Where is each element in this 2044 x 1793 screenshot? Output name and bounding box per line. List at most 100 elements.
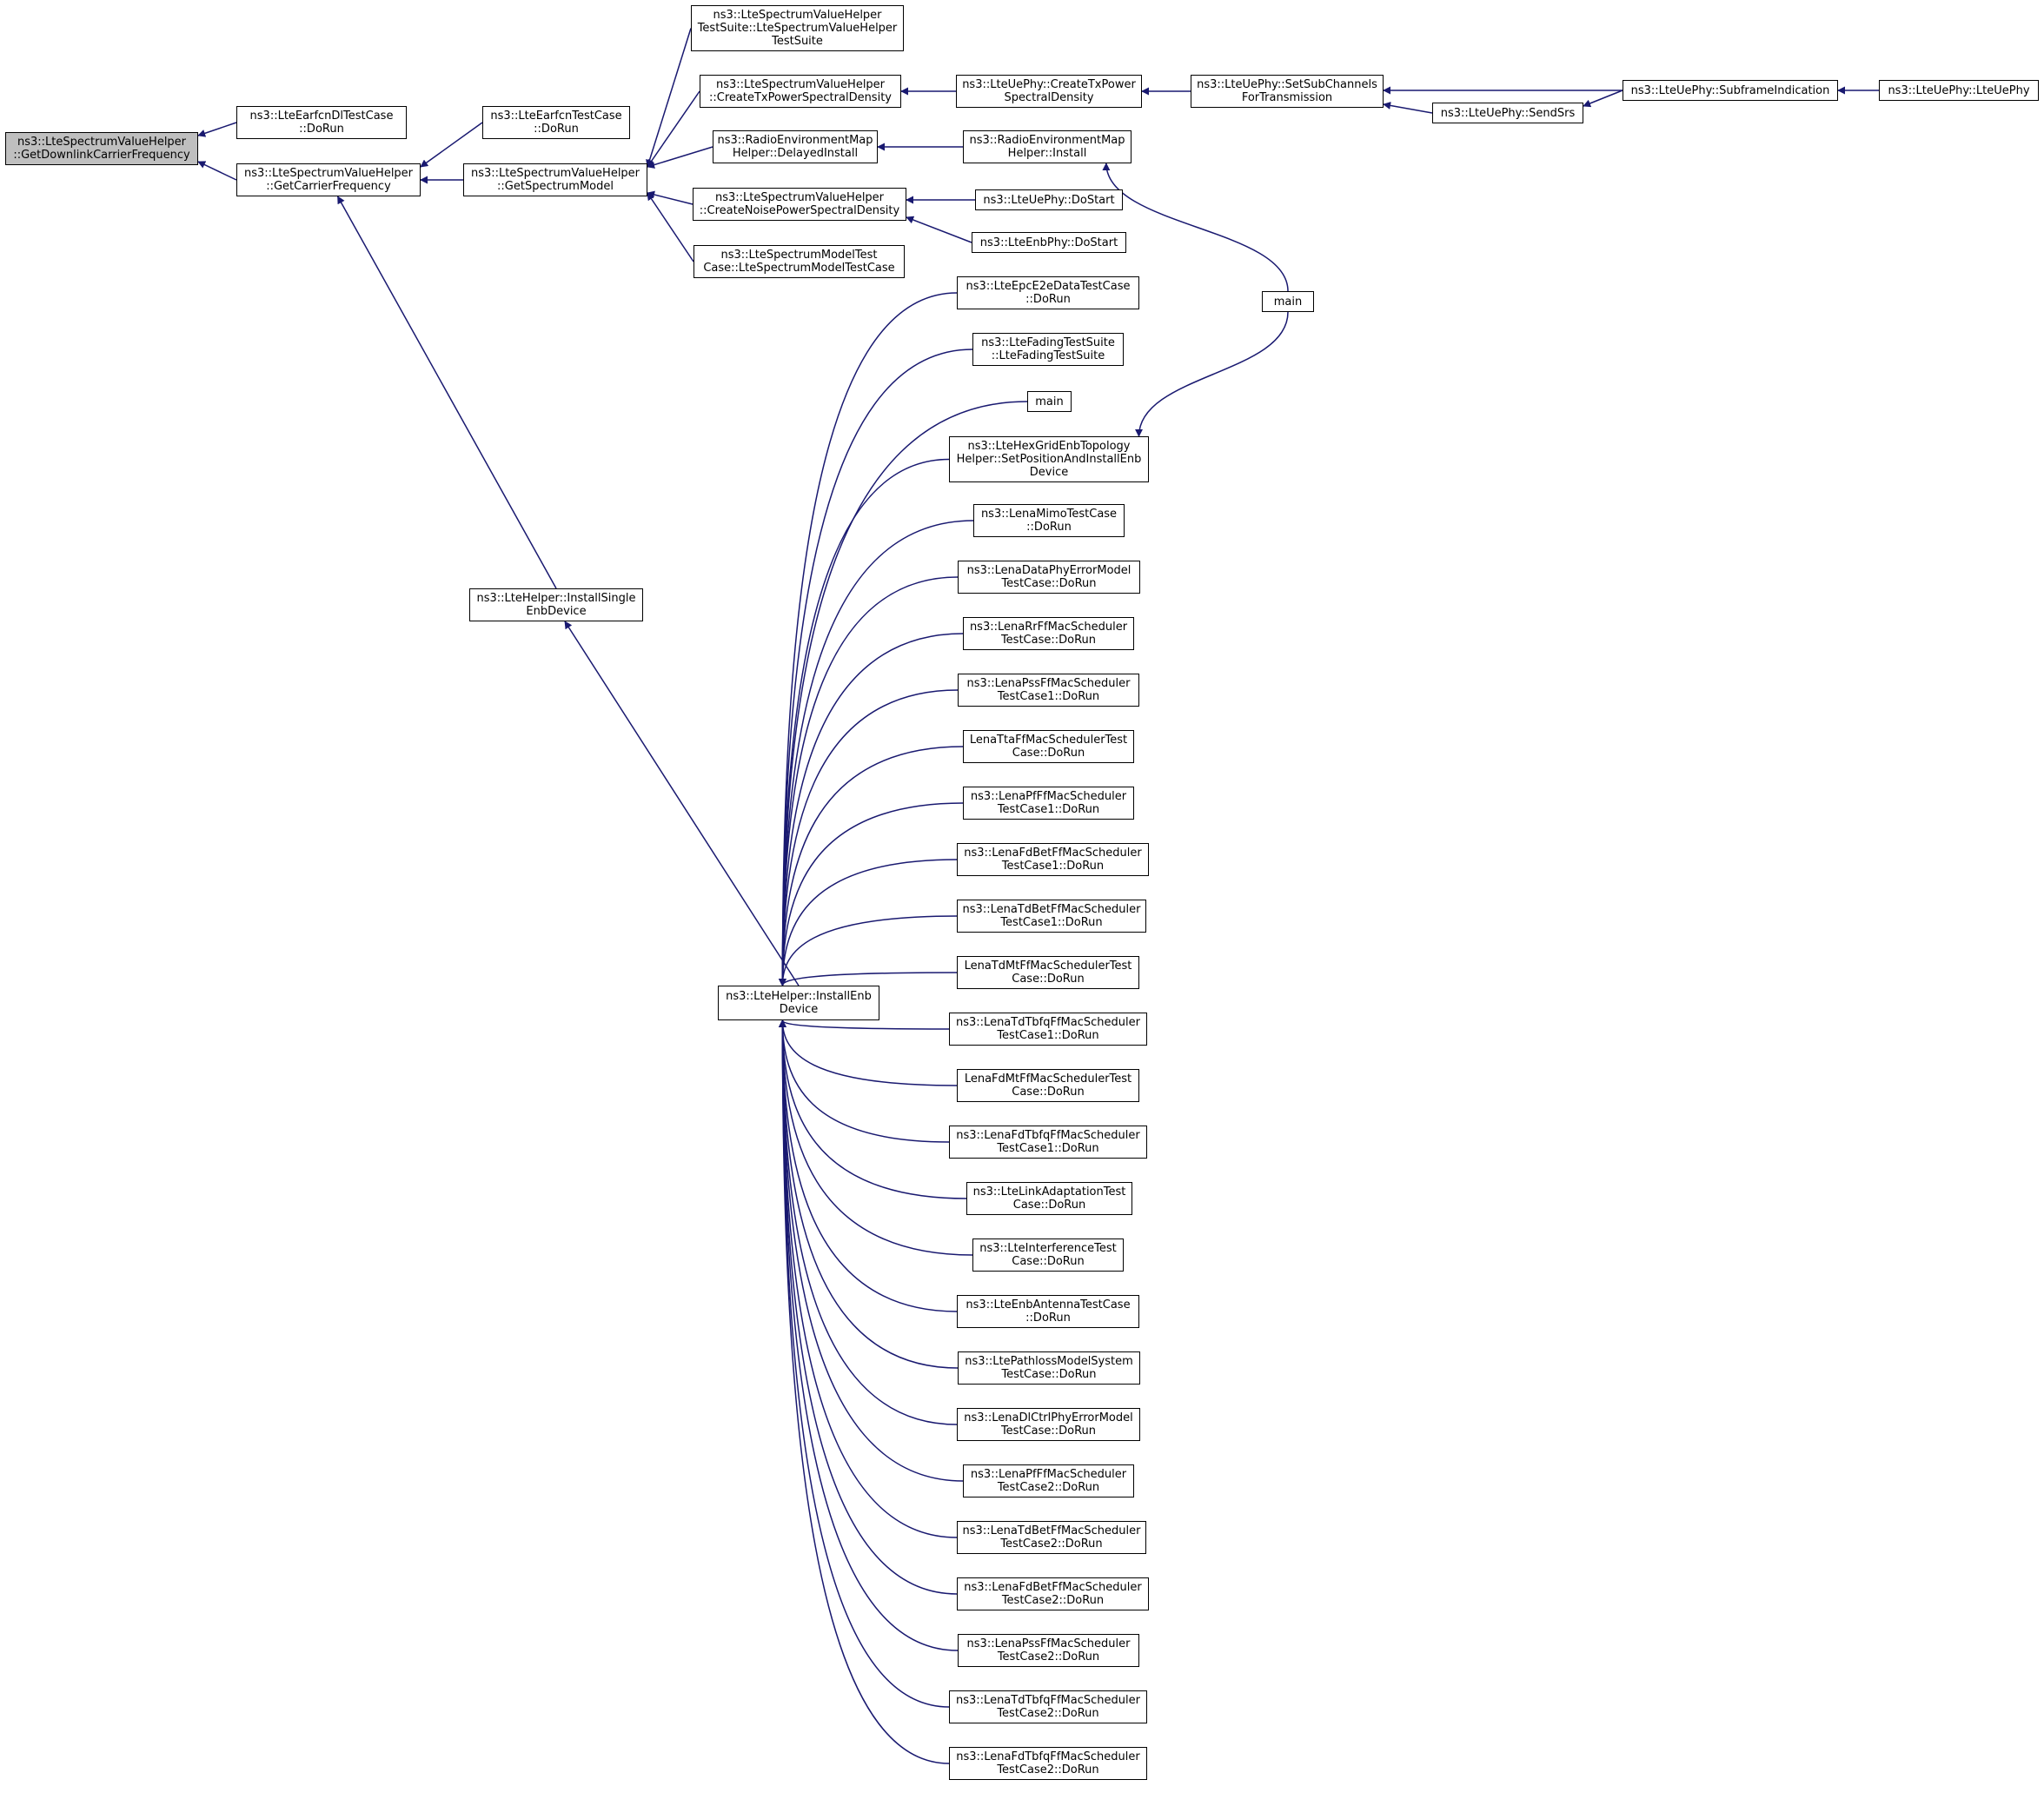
node-sendSrs[interactable]: ns3::LteUePhy::SendSrs xyxy=(1432,103,1583,123)
node-subframe[interactable]: ns3::LteUePhy::SubframeIndication xyxy=(1623,80,1838,101)
node-label-line: ns3::LenaRrFfMacScheduler xyxy=(969,621,1128,634)
node-label-line: LenaTdMtFfMacSchedulerTest xyxy=(964,960,1132,973)
node-label-line: ::DoRun xyxy=(534,123,579,136)
node-label-line: ns3::LenaMimoTestCase xyxy=(980,508,1118,521)
node-c5[interactable]: ns3::LenaMimoTestCase::DoRun xyxy=(973,504,1125,537)
node-label-line: ns3::LteSpectrumValueHelper xyxy=(714,191,885,204)
node-label-line: ns3::LteSpectrumValueHelper xyxy=(470,167,640,180)
node-label-line: ns3::LteSpectrumValueHelper xyxy=(715,78,886,91)
edge-c11-to-installEnb xyxy=(778,859,958,986)
node-label-line: TestCase2::DoRun xyxy=(997,1763,1099,1776)
node-label-line: TestCase1::DoRun xyxy=(997,690,1100,703)
node-getSpectrum[interactable]: ns3::LteSpectrumValueHelper::GetSpectrum… xyxy=(463,163,647,196)
node-label-line: Helper::SetPositionAndInstallEnb xyxy=(956,453,1142,466)
edge-c17-to-installEnb xyxy=(778,1019,967,1199)
node-getCarrier[interactable]: ns3::LteSpectrumValueHelper::GetCarrierF… xyxy=(236,163,421,196)
node-c1[interactable]: ns3::LteEpcE2eDataTestCase::DoRun xyxy=(957,276,1139,309)
node-label-line: TestCase2::DoRun xyxy=(1000,1537,1103,1551)
node-label-line: SpectralDensity xyxy=(1004,91,1094,104)
node-label-line: ::CreateNoisePowerSpectralDensity xyxy=(699,204,900,217)
edge-c22-to-installEnb xyxy=(778,1019,964,1482)
node-label-line: Case::LteSpectrumModelTestCase xyxy=(703,262,895,275)
edge-c9-to-installEnb xyxy=(778,746,964,986)
node-createNoisePsd[interactable]: ns3::LteSpectrumValueHelper::CreateNoise… xyxy=(693,188,906,221)
edge-c10-to-installEnb xyxy=(778,802,964,986)
node-label-line: ns3::LenaDataPhyErrorModel xyxy=(966,564,1132,577)
node-c2[interactable]: ns3::LteFadingTestSuite::LteFadingTestSu… xyxy=(972,333,1124,366)
edge-main1-to-c4 xyxy=(1135,311,1289,437)
edge-createTxPsd-to-getSpectrum xyxy=(647,90,700,168)
node-earfcnDl[interactable]: ns3::LteEarfcnDlTestCase::DoRun xyxy=(236,106,407,139)
node-main1[interactable]: main xyxy=(1262,291,1314,312)
node-label-line: LenaFdMtFfMacSchedulerTest xyxy=(964,1072,1132,1086)
node-enbPhyDoStart[interactable]: ns3::LteEnbPhy::DoStart xyxy=(972,232,1126,253)
edge-c6-to-installEnb xyxy=(778,576,959,986)
node-label-line: TestCase1::DoRun xyxy=(1000,916,1103,929)
node-label-line: Helper::Install xyxy=(1007,147,1087,160)
edge-c2-to-installEnb xyxy=(778,349,973,986)
node-label-line: TestCase::DoRun xyxy=(1000,1424,1097,1438)
node-label-line: ns3::LenaTdBetFfMacScheduler xyxy=(962,903,1141,916)
node-label-line: ns3::LteLinkAdaptationTest xyxy=(972,1185,1126,1199)
edge-c13-to-installEnb xyxy=(778,972,958,986)
node-label-line: TestCase::DoRun xyxy=(1001,577,1097,590)
node-label-line: ns3::RadioEnvironmentMap xyxy=(969,134,1125,147)
node-c3[interactable]: main xyxy=(1027,391,1072,412)
node-label-line: ns3::LteUePhy::CreateTxPower xyxy=(962,78,1136,91)
node-label-line: Device xyxy=(1029,466,1069,479)
node-label-line: ns3::LteHelper::InstallEnb xyxy=(726,990,872,1003)
node-label-line: ns3::LenaFdBetFfMacScheduler xyxy=(964,847,1142,860)
node-label-line: ns3::LenaTdTbfqFfMacScheduler xyxy=(956,1016,1140,1029)
node-uePhyDoStart[interactable]: ns3::LteUePhy::DoStart xyxy=(975,189,1123,210)
node-createTxPsd[interactable]: ns3::LteSpectrumValueHelper::CreateTxPow… xyxy=(700,75,901,108)
node-earfcnTest[interactable]: ns3::LteEarfcnTestCase::DoRun xyxy=(482,106,630,139)
edge-c16-to-installEnb xyxy=(778,1019,950,1143)
node-label-line: TestCase1::DoRun xyxy=(997,1142,1099,1155)
node-label-line: TestCase1::DoRun xyxy=(997,1029,1099,1042)
node-label-line: ns3::LteSpectrumValueHelper xyxy=(243,167,414,180)
node-label-line: EnbDevice xyxy=(526,605,587,618)
node-label-line: ns3::LteHelper::InstallSingle xyxy=(476,592,636,605)
node-label-line: TestCase2::DoRun xyxy=(1001,1594,1105,1607)
node-label-line: ns3::LteUePhy::DoStart xyxy=(983,193,1115,207)
edge-sendSrs-to-setSubCh xyxy=(1383,101,1433,114)
edge-smTestCase-to-getSpectrum xyxy=(647,192,694,262)
node-uePhyCtor[interactable]: ns3::LteUePhy::LteUePhy xyxy=(1879,80,2039,101)
node-label-line: ns3::LenaFdTbfqFfMacScheduler xyxy=(956,1129,1140,1142)
node-label-line: TestCase1::DoRun xyxy=(997,803,1100,816)
node-c19[interactable]: ns3::LteEnbAntennaTestCase::DoRun xyxy=(957,1295,1139,1328)
node-root[interactable]: ns3::LteSpectrumValueHelper::GetDownlink… xyxy=(5,132,198,165)
node-label-line: Case::DoRun xyxy=(1012,747,1085,760)
